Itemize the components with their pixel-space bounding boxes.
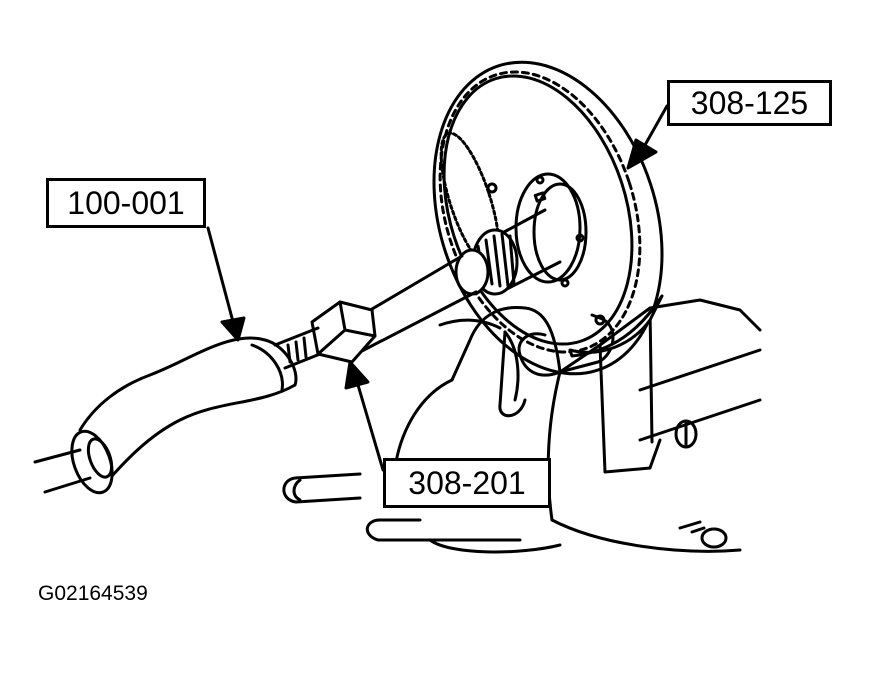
gear-installer: [432, 60, 664, 376]
callout-308-201: 308-201: [383, 458, 551, 508]
shaft-assembly: [273, 208, 562, 370]
callout-308-125: 308-125: [667, 80, 832, 126]
leader-arrows: [206, 104, 669, 472]
figure-id: G02164539: [38, 582, 148, 605]
bench-vise: [282, 298, 762, 554]
t-handle: [33, 336, 298, 495]
callout-100-001: 100-001: [46, 178, 206, 228]
